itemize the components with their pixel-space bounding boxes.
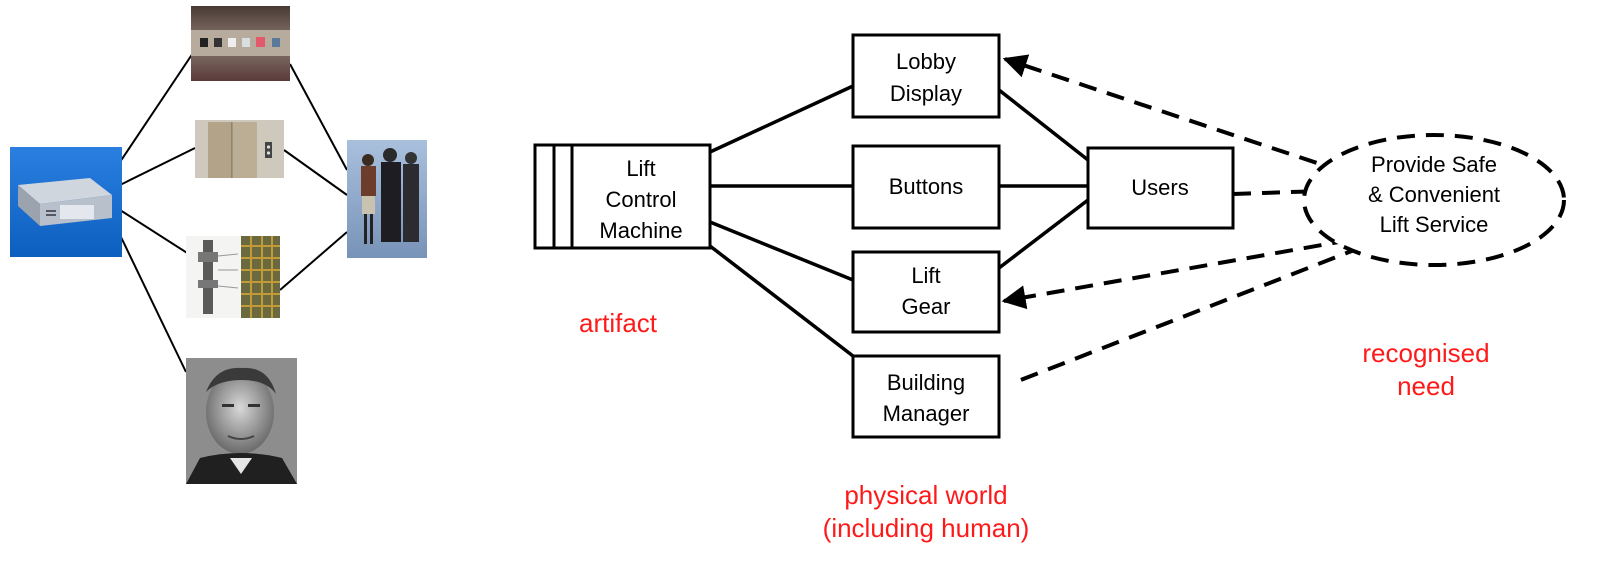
- photo-network-lines: [119, 49, 348, 373]
- requirement-label-line-2: & Convenient: [1368, 182, 1500, 207]
- portrait-photo: [186, 358, 297, 484]
- requirement-label-line-1: Provide Safe: [1371, 152, 1497, 177]
- machine-label-line-3: Machine: [599, 218, 682, 243]
- users-label: Users: [1131, 175, 1188, 200]
- line-gear-people: [279, 231, 348, 291]
- lobby-display-box: Lobby Display: [851, 33, 1001, 119]
- users-box: Users: [1086, 146, 1235, 230]
- lift-gear-label-line-2: Gear: [902, 294, 951, 319]
- connector-lobby-users: [997, 88, 1090, 162]
- building-manager-box: Building Manager: [851, 354, 1001, 439]
- machine-label-line-1: Lift: [626, 156, 655, 181]
- artifact-caption: artifact: [579, 308, 658, 338]
- server-photo: [10, 147, 122, 257]
- buttons-box: Buttons: [851, 144, 1001, 230]
- physical-world-caption-line-2: (including human): [823, 513, 1030, 543]
- requirement-ellipse: Provide Safe & Convenient Lift Service: [1302, 133, 1566, 267]
- line-doors-people: [283, 149, 348, 196]
- buttons-label: Buttons: [889, 174, 964, 199]
- building-manager-label-line-2: Manager: [883, 401, 970, 426]
- line-server-panel: [119, 49, 196, 163]
- line-server-doors: [119, 147, 196, 186]
- lift-gear-box: Lift Gear: [851, 250, 1001, 334]
- lobby-display-label-line-1: Lobby: [896, 49, 956, 74]
- connector-machine-liftgear: [709, 220, 854, 282]
- lift-control-machine-box: Lift Control Machine: [533, 143, 712, 250]
- dashed-arrow-need-to-lobby: [1002, 54, 1345, 174]
- lift-gear-label-line-1: Lift: [911, 263, 940, 288]
- dashed-arrow-need-to-liftgear: [1001, 238, 1351, 310]
- requirement-label-line-3: Lift Service: [1380, 212, 1489, 237]
- line-panel-people: [289, 63, 348, 171]
- recognised-need-caption-line-1: recognised: [1362, 338, 1489, 368]
- solid-connectors: [708, 84, 1090, 358]
- line-server-gear: [119, 209, 196, 259]
- indicator-panel-photo: [191, 6, 290, 81]
- lobby-display-label-line-2: Display: [890, 81, 962, 106]
- building-manager-label-line-1: Building: [887, 370, 965, 395]
- physical-world-caption-line-1: physical world: [844, 480, 1007, 510]
- recognised-need-caption-line-2: need: [1397, 371, 1455, 401]
- connector-liftgear-users: [997, 198, 1090, 270]
- connector-machine-lobby: [709, 84, 854, 154]
- waiting-people-photo: [347, 140, 427, 258]
- dashed-connectors: [1001, 54, 1363, 385]
- machine-label-line-2: Control: [606, 187, 677, 212]
- red-captions: artifact physical world (including human…: [579, 308, 1490, 543]
- lift-doors-photo: [195, 120, 284, 178]
- connector-machine-manager: [708, 244, 855, 358]
- line-server-portrait: [119, 234, 187, 373]
- lift-gear-photo: [186, 236, 280, 318]
- photo-network: [10, 6, 427, 484]
- dashed-line-need-to-manager: [1012, 245, 1363, 385]
